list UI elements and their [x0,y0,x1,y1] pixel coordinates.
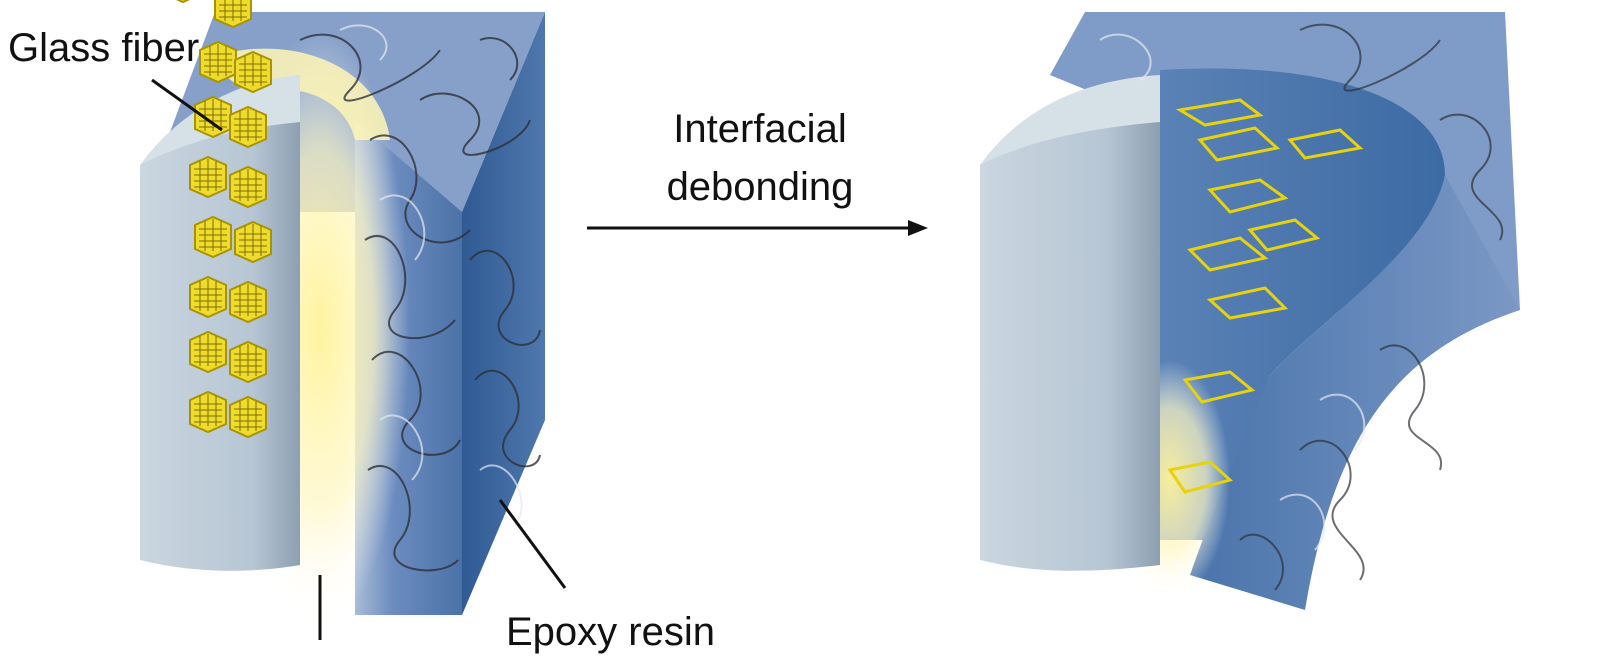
protein-unit [194,96,232,138]
polymer-network-right [1239,23,1504,591]
protein-unit [194,216,232,258]
process-label: Interfacial debonding [640,100,880,216]
protein-unit [189,276,227,318]
process-label-line2: debonding [666,165,854,209]
glass-fiber-label: Glass fiber [8,26,200,70]
leader-epoxy-resin [498,499,567,589]
protein-unit [189,391,227,433]
polymer-network-right-light [1099,33,1366,551]
protein-unit [199,41,237,83]
resin-shell-right [1190,175,1520,610]
right-assembly [980,12,1520,610]
protein-unit [234,221,272,263]
protein-unit [229,396,267,438]
protein-unit [164,0,202,3]
polymer-network-left-light [339,24,523,526]
leader-glass-fiber [151,78,223,132]
process-arrow [587,220,928,236]
glass-fiber-top-right [980,75,1160,165]
protein-unit [189,331,227,373]
polymer-network-left [299,33,541,572]
protein-unit [229,106,267,148]
left-assembly [140,0,545,630]
protein-unit [229,281,267,323]
protein-unit [229,166,267,208]
leaders [151,78,567,640]
protein-unit [229,341,267,383]
protein-unit [189,156,227,198]
protein-unit [234,51,272,93]
protein-strands-right [1167,98,1364,494]
arrow-right-icon [908,220,928,236]
glass-fiber-side-right [980,118,1160,571]
epoxy-resin-label: Epoxy resin [506,610,715,654]
process-label-line1: Interfacial [673,107,847,151]
